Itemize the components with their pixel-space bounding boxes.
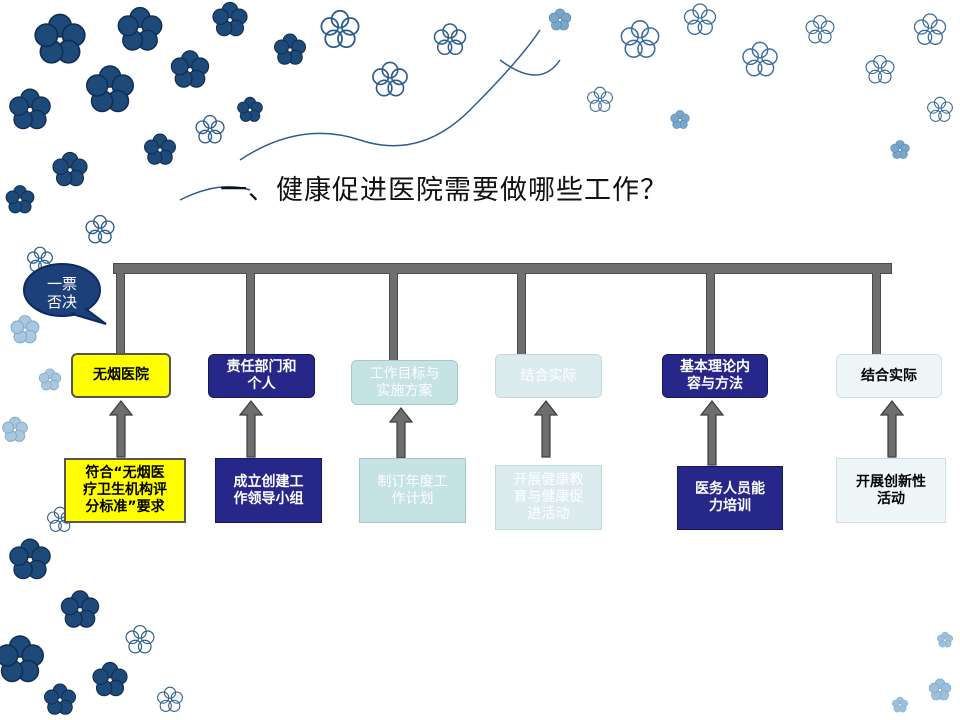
task-box: 医务人员能力培训 <box>677 466 783 530</box>
connector-drop <box>517 273 526 354</box>
up-arrow-icon <box>700 400 724 466</box>
goal-box: 结合实际 <box>836 354 942 398</box>
connector-bar <box>113 263 892 274</box>
goal-box: 基本理论内容与方法 <box>662 354 768 398</box>
goal-box: 结合实际 <box>495 354 602 398</box>
task-box: 开展创新性活动 <box>836 458 946 523</box>
connector-drop <box>116 273 125 355</box>
task-box: 符合“无烟医疗卫生机构评分标准”要求 <box>64 458 186 523</box>
up-arrow-icon <box>389 407 413 459</box>
goal-box: 责任部门和个人 <box>208 354 315 398</box>
callout-text: 一票 否决 <box>46 275 77 311</box>
page-title: 一、健康促进医院需要做哪些工作？ <box>220 175 668 206</box>
task-box: 制订年度工作计划 <box>359 458 466 523</box>
up-arrow-icon <box>880 400 904 458</box>
up-arrow-icon <box>239 400 263 458</box>
connector-drop <box>246 273 255 355</box>
goal-box: 无烟医院 <box>71 353 171 398</box>
callout-bubble <box>23 263 107 325</box>
connector-drop <box>706 273 715 354</box>
up-arrow-icon <box>109 400 133 458</box>
task-box: 成立创建工作领导小组 <box>215 458 322 523</box>
connector-drop <box>872 273 881 354</box>
connector-drop <box>389 273 398 360</box>
up-arrow-icon <box>534 400 558 458</box>
goal-box: 工作目标与实施方案 <box>351 360 458 405</box>
task-box: 开展健康教育与健康促进活动 <box>495 465 602 530</box>
